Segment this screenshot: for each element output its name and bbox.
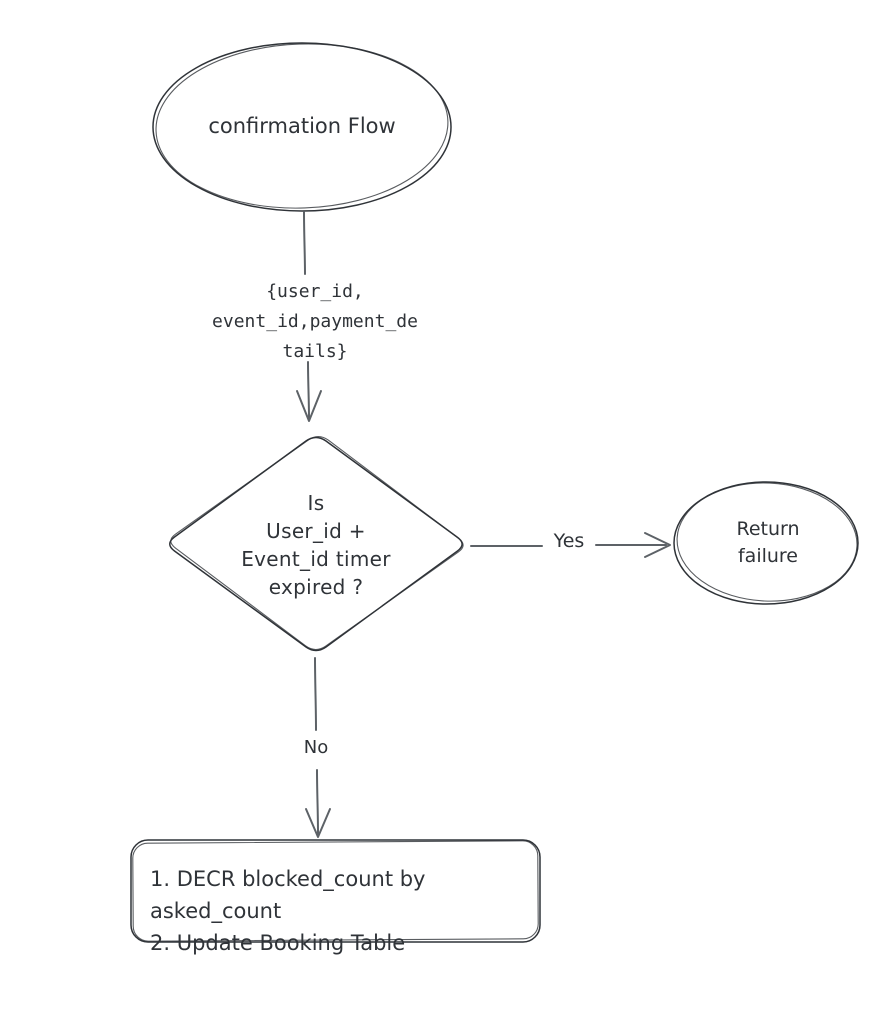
process-rectangle (130, 839, 541, 943)
yes-arrow (470, 532, 671, 558)
decision-diamond (169, 435, 464, 652)
yes-edge-label: Yes (553, 530, 585, 552)
payload-edge-label: {user_id, event_id,payment_de tails} (212, 281, 418, 362)
decision-node-label: Is User_id + Event_id timer expired ? (241, 491, 391, 599)
no-arrow (305, 657, 331, 838)
start-ellipse (152, 42, 452, 212)
start-node-label: confirmation Flow (208, 114, 396, 138)
failure-node-label: Return failure (736, 518, 800, 567)
failure-ellipse (673, 481, 859, 605)
process-node-label: 1. DECR blocked_count by asked_count 2. … (150, 867, 426, 955)
no-edge-label: No (303, 737, 329, 758)
payload-arrow (296, 211, 322, 422)
